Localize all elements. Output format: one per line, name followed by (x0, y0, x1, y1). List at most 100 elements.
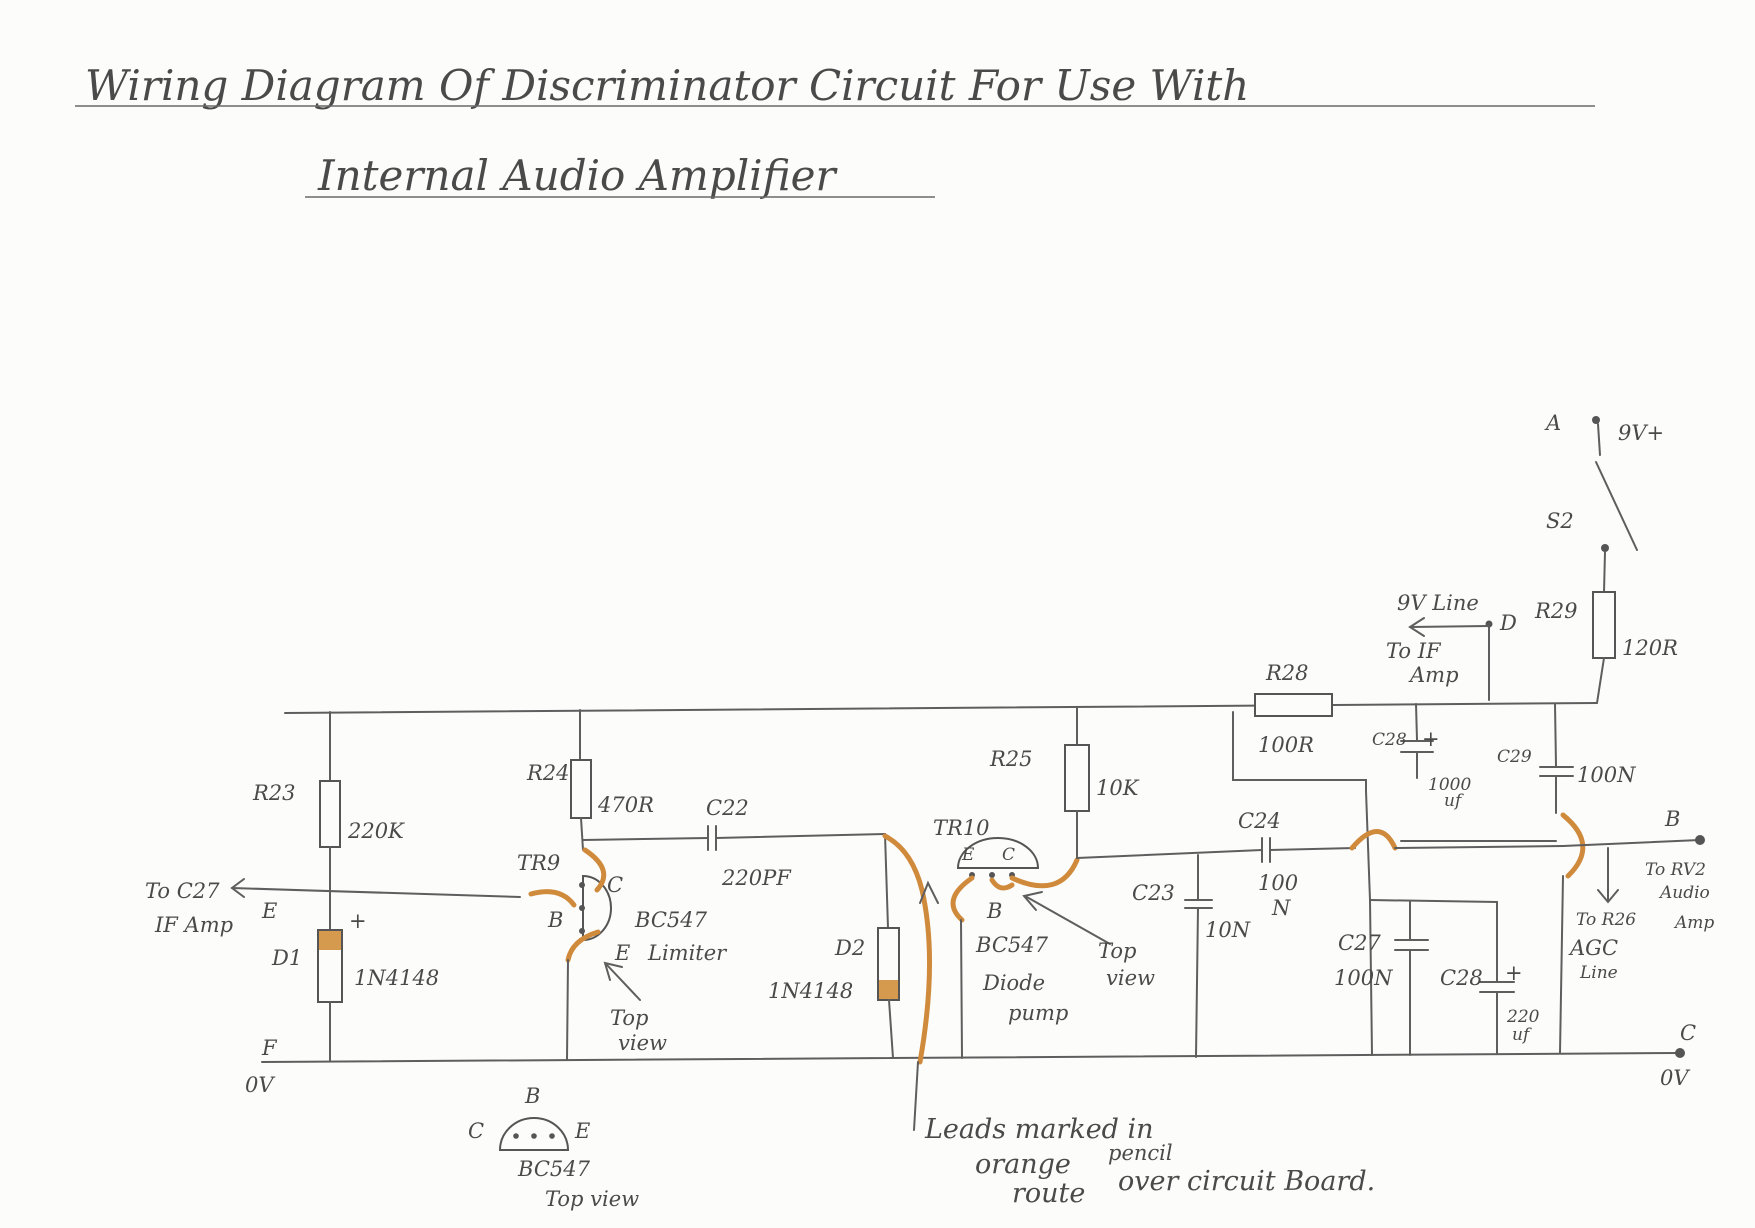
tr9-emitter-lead (565, 929, 601, 963)
c22-value: 220PF (721, 866, 792, 890)
tr9-emitter-ground (566, 959, 569, 1061)
zero-v-right-label: 0V (1660, 1066, 1690, 1090)
r23-body (319, 780, 341, 848)
switch-s2-label: S2 (1546, 509, 1574, 533)
r25-body (1064, 744, 1090, 812)
tr10-role-2: pump (1008, 1001, 1068, 1025)
r29-bottom-lead (1596, 657, 1605, 704)
r24-body (570, 759, 592, 819)
tr9-body (582, 874, 612, 942)
d2-value: 1N4148 (768, 979, 853, 1003)
input-e-line (231, 887, 521, 898)
if-amp-input-label: IF Amp (154, 913, 233, 937)
tr9-e-label: E (614, 941, 630, 965)
c28b-ref: C28 (1440, 966, 1483, 990)
tr9-base-lead (528, 889, 577, 908)
tr10-b-label: B (986, 899, 1002, 923)
node-a-terminal (1592, 416, 1600, 424)
node-c-label: C (1680, 1021, 1696, 1045)
c27-ref: C27 (1338, 931, 1381, 955)
switch-s2-terminal (1601, 544, 1609, 552)
tr10-view-note-1: Top (1098, 939, 1136, 963)
d1-ref: D1 (271, 946, 302, 970)
c23-bottom-lead (1195, 907, 1199, 1058)
ground-rail (261, 1052, 1681, 1063)
if-amp-label: Amp (1408, 663, 1459, 687)
tr9-b-label: B (547, 908, 563, 932)
agc-line-label: Line (1579, 963, 1618, 983)
d2-ref: D2 (834, 936, 865, 960)
c27-c28b-link (1369, 899, 1498, 976)
c24-crossover-lead (1349, 829, 1398, 851)
tr10-view-arrow (1022, 891, 1043, 911)
title-line-1: Wiring Diagram Of Discriminator Circuit … (85, 61, 1249, 110)
tr10-emitter-crossover (917, 887, 932, 1065)
tr9-pin-c (579, 882, 585, 888)
tr9-type: BC547 (634, 908, 708, 932)
audio-amp-label: Amp (1673, 913, 1714, 933)
r29-top-lead (1603, 551, 1606, 593)
c27-value: 100N (1334, 966, 1393, 990)
node-c-terminal (1675, 1048, 1685, 1058)
tr10-body (956, 837, 1040, 869)
r25-value: 10K (1096, 776, 1140, 800)
d-arrow-head (1408, 617, 1425, 637)
to-if-label: To IF (1386, 639, 1442, 663)
r23-ref: R23 (252, 781, 296, 805)
r29-ref: R29 (1534, 599, 1578, 623)
tr9-view-arrow (603, 961, 623, 981)
c23-ref: C23 (1132, 881, 1175, 905)
r28-value: 100R (1258, 733, 1314, 757)
agc-arrow (1597, 889, 1619, 904)
to-c27-label: To C27 (145, 879, 220, 903)
switch-s2-blade (1595, 461, 1638, 551)
d1-plus: + (349, 909, 367, 933)
signal-line-c23 (1076, 849, 1263, 859)
c28a-ref: C28 (1372, 730, 1407, 750)
node-a-label: A (1544, 411, 1561, 435)
pinout-e-label: E (574, 1119, 590, 1143)
pinout-pin-c (513, 1133, 519, 1139)
tr9-collector-lead (582, 847, 607, 893)
r23-value: 220K (347, 819, 405, 843)
c22-ref: C22 (706, 796, 749, 820)
tr10-c-label: C (1002, 845, 1015, 865)
node-d-label: D (1499, 611, 1517, 635)
note-line-4: route (1012, 1178, 1085, 1209)
c23-value: 10N (1205, 918, 1251, 942)
output-signal-line (1394, 845, 1564, 849)
tr10-view-note-2: view (1106, 966, 1155, 990)
pinout-pin-b (531, 1133, 537, 1139)
tr9-c-label: C (607, 873, 623, 897)
audio-label: Audio (1658, 883, 1710, 903)
node-b-terminal (1695, 835, 1705, 845)
supply-lead (1597, 423, 1601, 456)
pinout-view: Top view (545, 1187, 639, 1211)
note-pointer-stem (913, 1061, 919, 1131)
tr10-role-1: Diode (982, 971, 1045, 995)
d1-value: 1N4148 (354, 966, 439, 990)
c28a-top-lead (1415, 703, 1418, 741)
tr10-e-label: E (961, 845, 975, 865)
c24-unit: N (1271, 896, 1291, 920)
output-line-b (1562, 839, 1701, 847)
tr10-ground-wire (960, 919, 963, 1059)
tr10-ref: TR10 (933, 816, 990, 840)
c28a-plus: + (1422, 727, 1440, 751)
input-e-arrow (230, 878, 245, 898)
note-line-1: Leads marked in (924, 1114, 1154, 1145)
c28b-unit: uf (1512, 1025, 1532, 1045)
to-rv2-label: To RV2 (1645, 860, 1706, 880)
c28b-value: 220 (1506, 1007, 1540, 1027)
tr9-pin-e (579, 928, 585, 934)
d-lead-arrow (1409, 625, 1490, 628)
tr9-ref: TR9 (517, 851, 560, 875)
pinout-c-label: C (468, 1119, 484, 1143)
r24-ref: R24 (526, 761, 570, 785)
output-ground-wire (1559, 875, 1564, 1054)
pinout-b-label: B (524, 1084, 540, 1108)
c24-right-lead (1269, 847, 1356, 851)
note-line-3: pencil (1108, 1141, 1173, 1165)
c28a-unit: uf (1444, 791, 1464, 811)
